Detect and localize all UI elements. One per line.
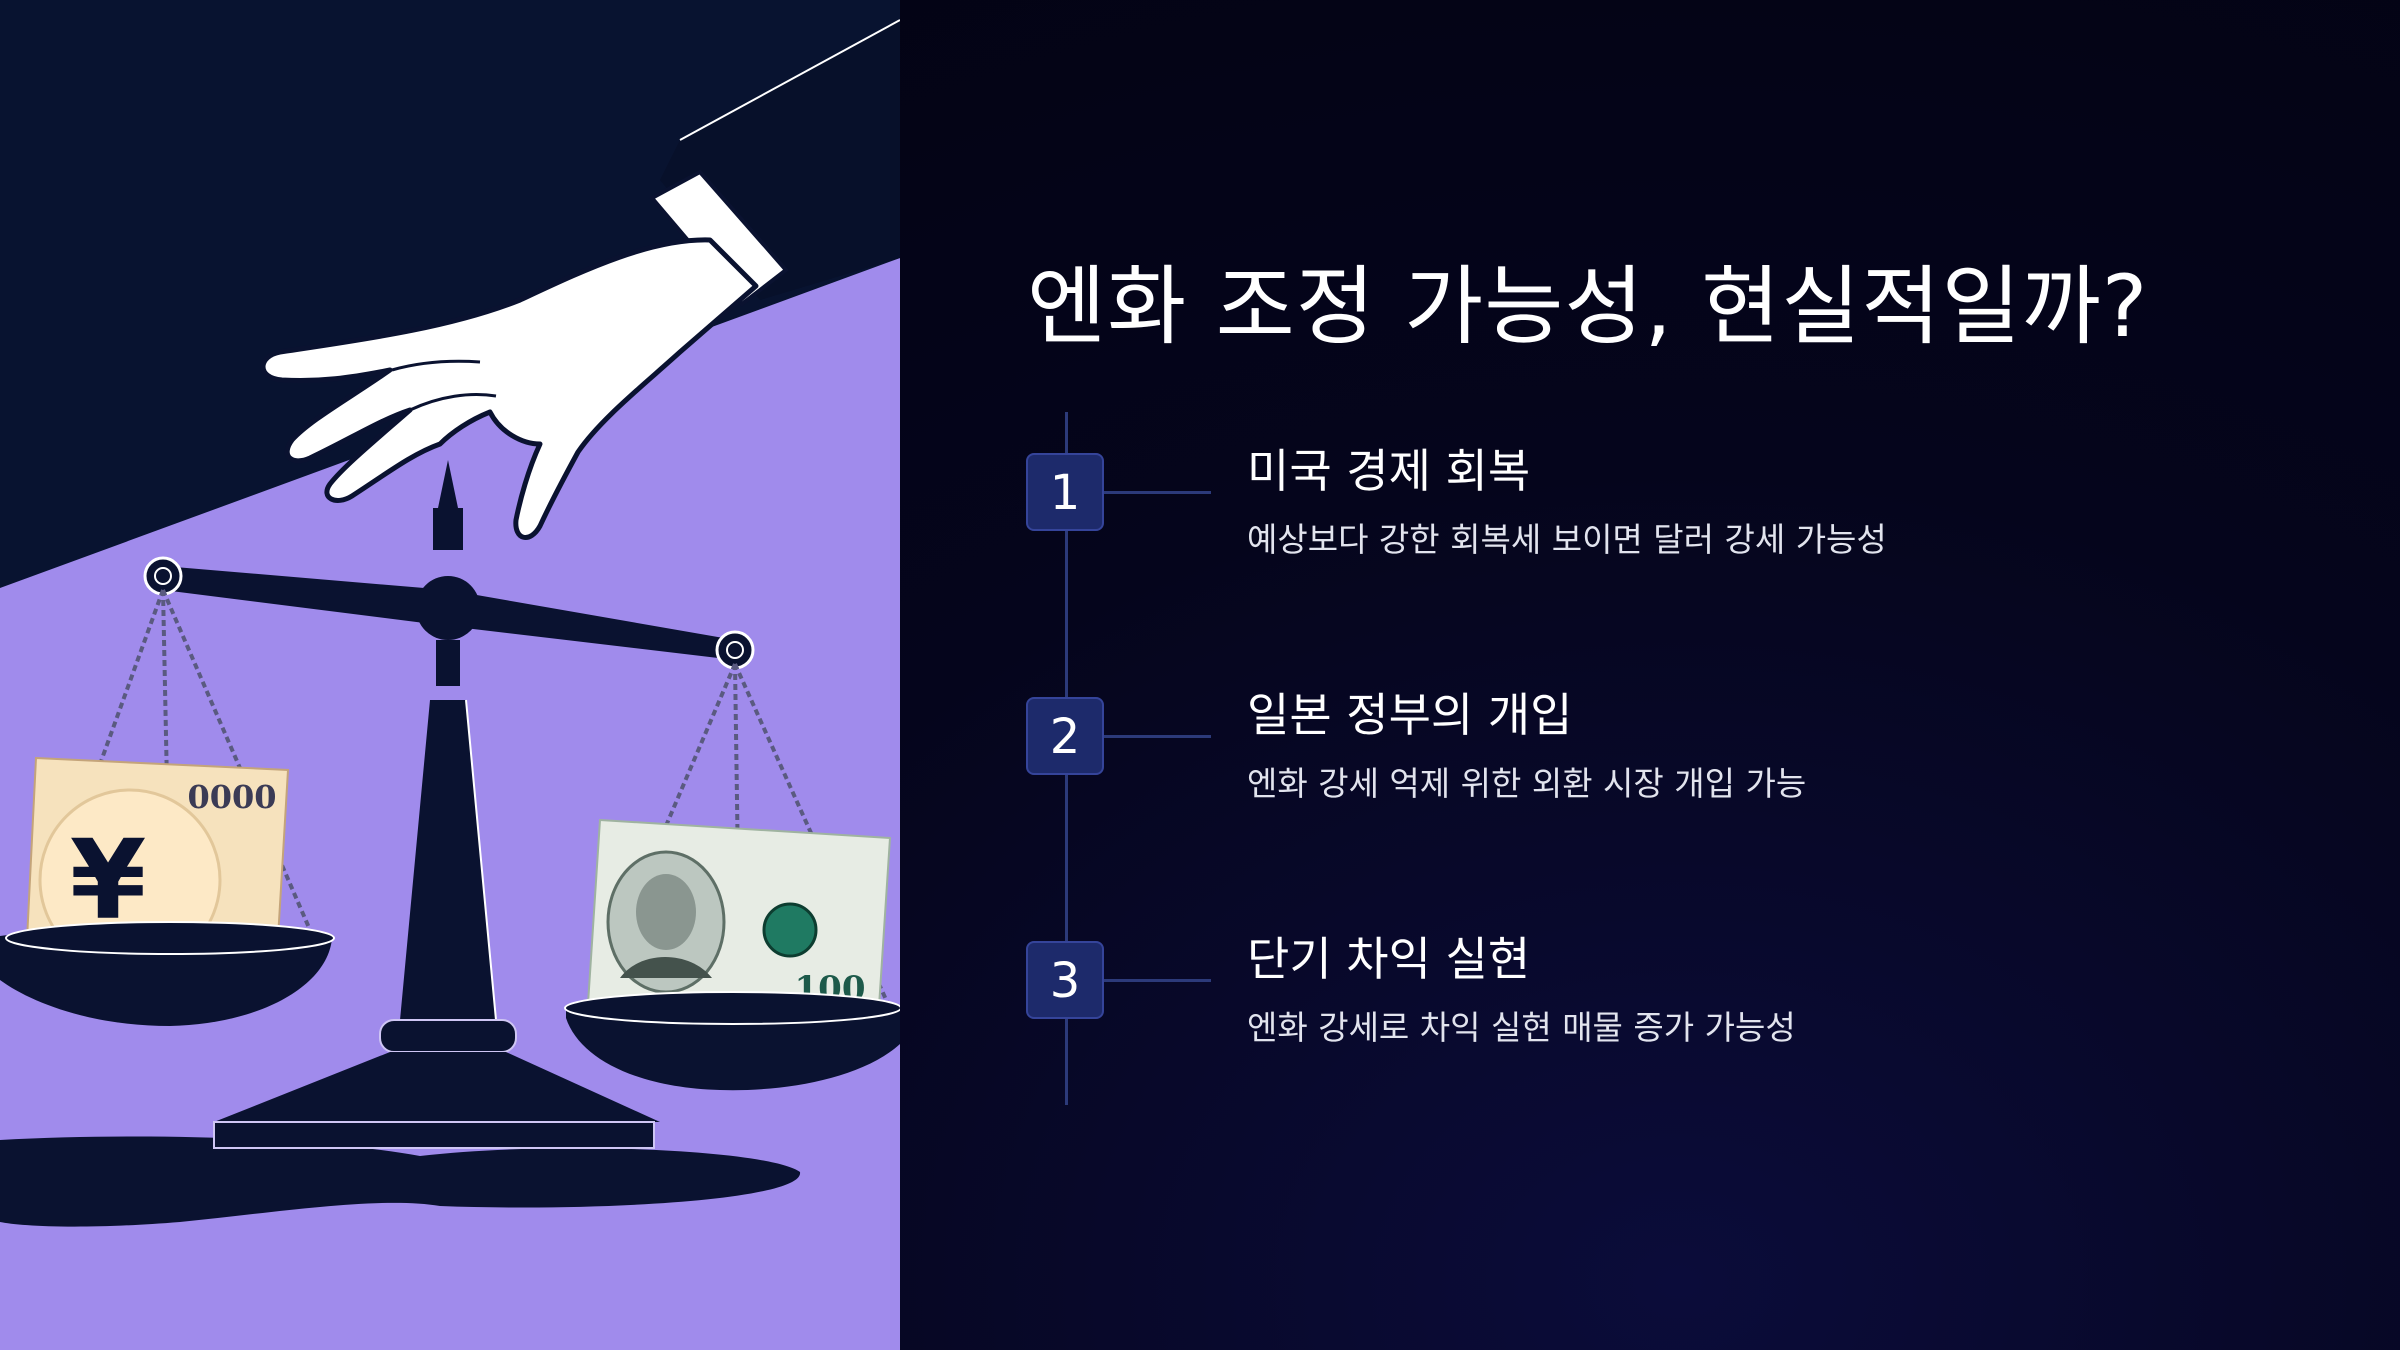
- timeline-step-1: 1 미국 경제 회복 예상보다 강한 회복세 보이면 달러 강세 가능성: [900, 444, 2400, 613]
- yen-note-serial: 0000: [187, 778, 276, 816]
- scale-illustration: ¥ 0000 100: [0, 0, 900, 1350]
- timeline-step-2: 2 일본 정부의 개입 엔화 강세 억제 위한 외환 시장 개입 가능: [900, 688, 2400, 857]
- step-description: 엔화 강세로 차익 실현 매물 증가 가능성: [1247, 1008, 1796, 1047]
- step-connector: [1104, 735, 1211, 738]
- step-description: 엔화 강세 억제 위한 외환 시장 개입 가능: [1247, 764, 1807, 803]
- step-heading: 일본 정부의 개입: [1247, 688, 1573, 742]
- dollar-note: 100: [586, 818, 892, 1024]
- step-connector: [1104, 979, 1211, 982]
- step-heading: 단기 차익 실현: [1247, 932, 1531, 986]
- slide-title: 엔화 조정 가능성, 현실적일까?: [1027, 257, 2149, 357]
- scale-pillar: [213, 460, 660, 1149]
- scale-beam: [143, 556, 755, 670]
- content-panel: 엔화 조정 가능성, 현실적일까? 1 미국 경제 회복 예상보다 강한 회복세…: [900, 0, 2400, 1350]
- step-number-badge: 1: [1026, 453, 1104, 531]
- timeline-step-3: 3 단기 차익 실현 엔화 강세로 차익 실현 매물 증가 가능성: [900, 932, 2400, 1101]
- step-connector: [1104, 491, 1211, 494]
- step-heading: 미국 경제 회복: [1247, 444, 1531, 498]
- hand-icon: [260, 19, 900, 540]
- step-number-badge: 3: [1026, 941, 1104, 1019]
- balance-scale-artwork: ¥ 0000 100: [0, 0, 900, 1350]
- step-description: 예상보다 강한 회복세 보이면 달러 강세 가능성: [1247, 520, 1887, 559]
- step-number-badge: 2: [1026, 697, 1104, 775]
